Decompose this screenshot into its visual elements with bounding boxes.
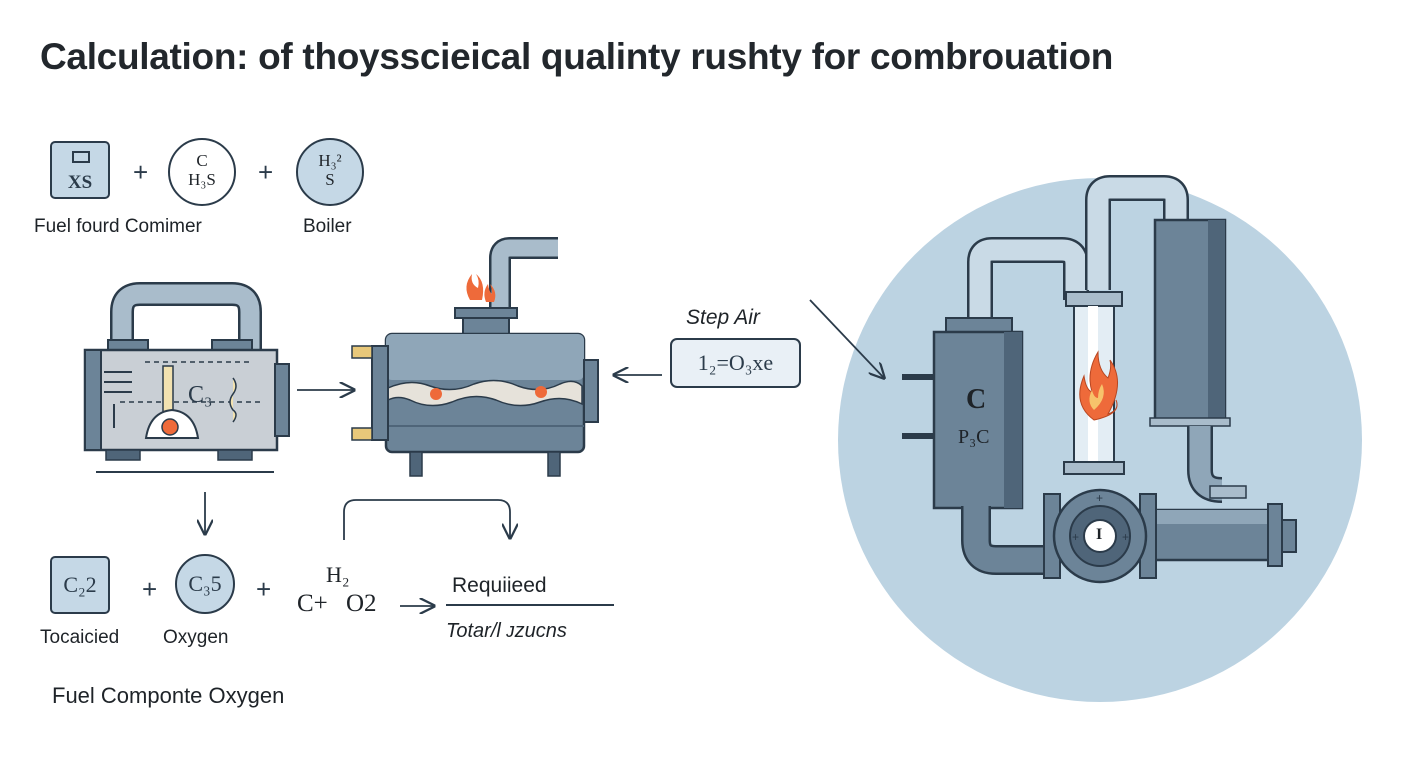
svg-text:+: + — [1072, 530, 1079, 544]
reactor-label-c: C — [966, 384, 987, 415]
fuel-square-icon — [72, 151, 90, 163]
fuel-circle-1: C H₃S — [168, 138, 236, 206]
fuel-circle-2-line1: H₃² — [318, 151, 342, 170]
plus-sign: + — [133, 157, 149, 187]
step-air-label: Step Air — [686, 306, 760, 329]
boiler-output-line — [343, 499, 510, 540]
arrow-to-reactor — [809, 299, 884, 378]
page-title: Calculation: of thoysscieical qualinty r… — [40, 36, 1114, 77]
fraction-denominator: Totar/l ᴊzucns — [446, 620, 567, 642]
tocaicied-square: C₂2 — [50, 556, 110, 614]
fuel-circle-2-line2: S — [325, 170, 335, 189]
boiler-unit — [351, 237, 599, 477]
fuel-circle-2: H₃² S — [296, 138, 364, 206]
label-boiler: Boiler — [303, 216, 352, 237]
fraction-numerator: Requiieed — [452, 574, 547, 597]
equation-o2: O2 — [346, 590, 377, 617]
reactor-unit: + + + — [902, 175, 1297, 584]
burner-label: C₃ — [188, 382, 213, 408]
svg-text:+: + — [1122, 530, 1129, 544]
oxygen-circle: C₃5 — [175, 554, 235, 614]
equation-h2: H₂ — [326, 562, 350, 587]
label-oxygen: Oxygen — [163, 627, 229, 648]
fuel-circle-1-line1: C — [196, 151, 208, 170]
oxygen-circle-text: C₃5 — [188, 571, 222, 596]
fuel-square: XS — [50, 141, 110, 199]
reactor-gauge-label: I — [1096, 526, 1103, 543]
step-air-formula: 1₂=O₃xe — [697, 350, 774, 375]
step-air-formula-box: 1₂=O₃xe — [670, 338, 801, 388]
label-fuel-combustor: Fuel fourd Comimer — [34, 216, 202, 237]
plus-sign: + — [256, 574, 272, 604]
plus-sign: + — [258, 157, 274, 187]
tocaicied-square-text: C₂2 — [63, 572, 97, 597]
plus-sign: + — [142, 574, 158, 604]
reactor-label-p3c: P₃C — [958, 426, 990, 448]
footer-label: Fuel Componte Oxygen — [52, 683, 285, 708]
label-tocaicied: Tocaicied — [40, 627, 120, 648]
fuel-circle-1-line2: H₃S — [188, 170, 216, 189]
equation-c-plus: C+ — [297, 590, 328, 617]
svg-text:+: + — [1096, 491, 1103, 505]
burner-unit — [83, 282, 290, 473]
fuel-square-text: XS — [67, 172, 93, 193]
